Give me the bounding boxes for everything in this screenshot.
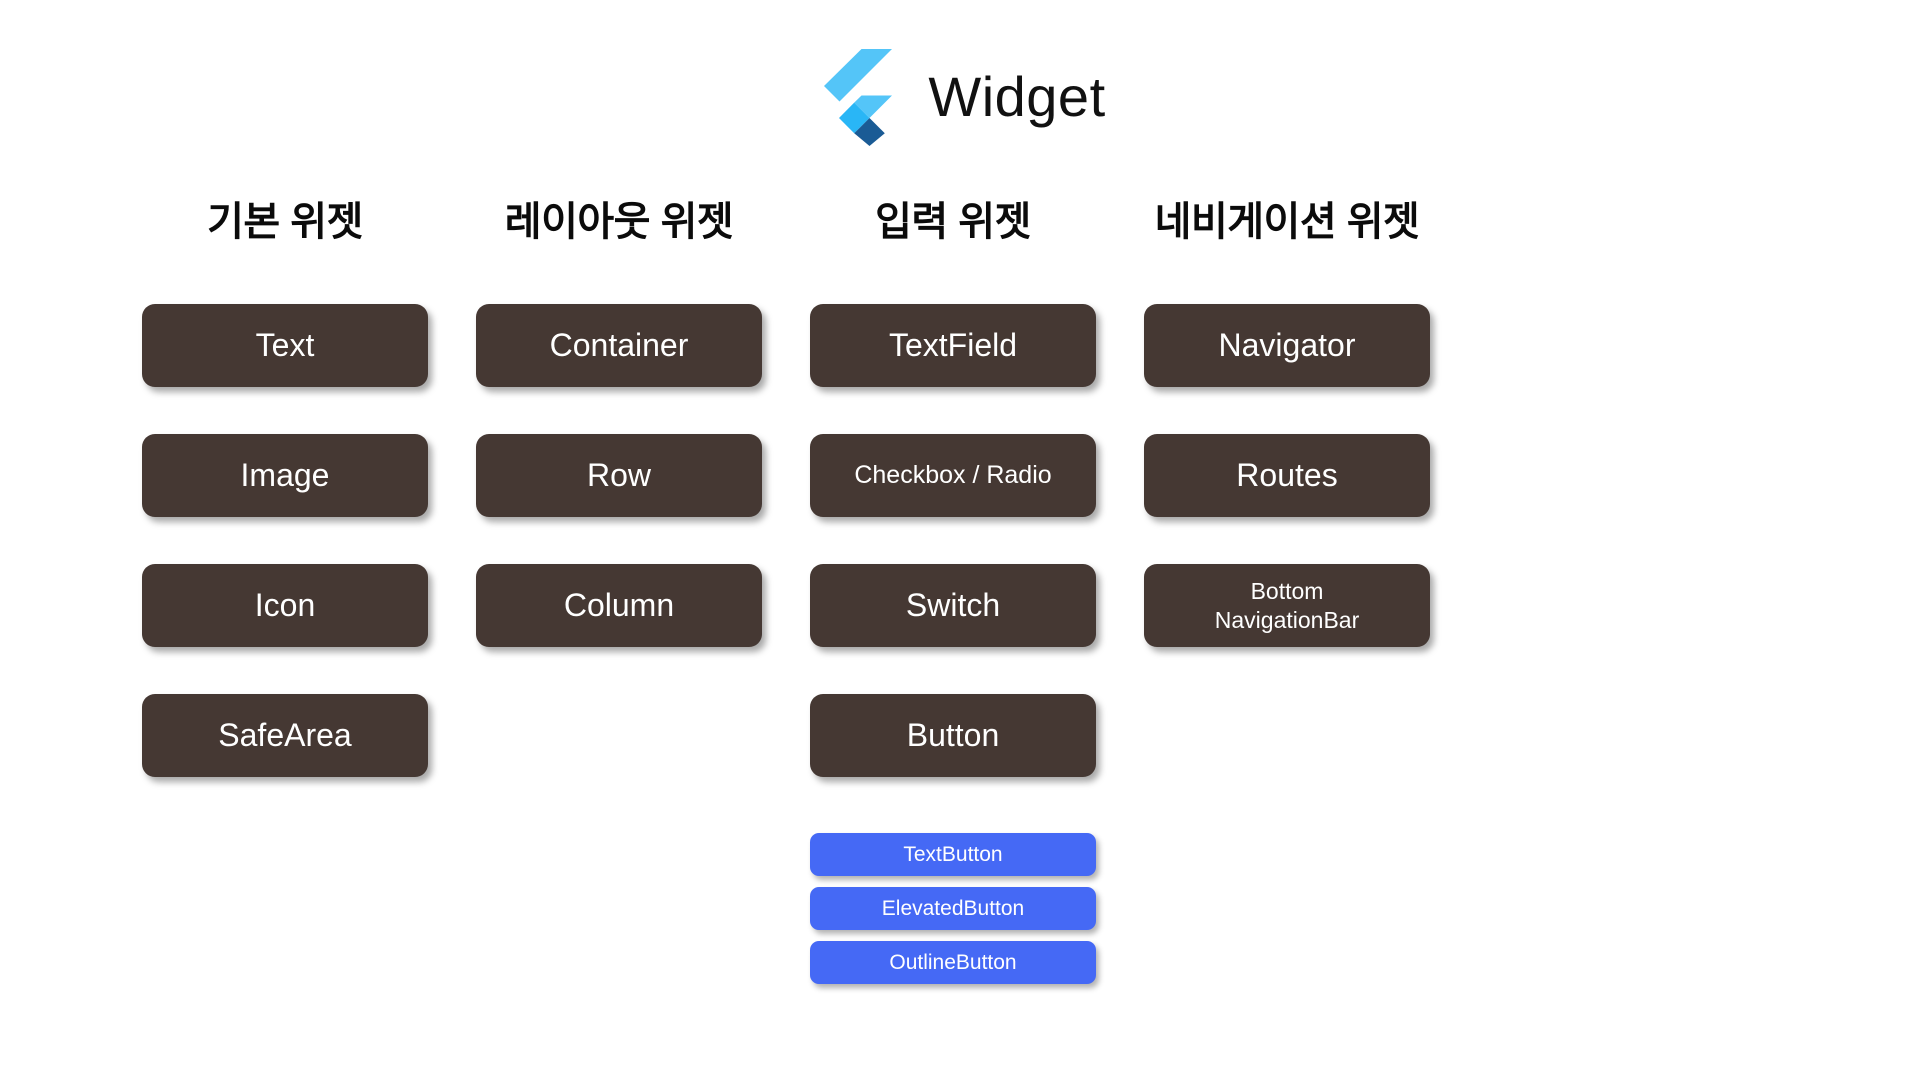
button-variants-group: TextButton ElevatedButton OutlineButton xyxy=(786,833,1120,984)
card-label: SafeArea xyxy=(218,717,352,754)
column-heading-layout: 레이아웃 위젯 xyxy=(504,200,734,244)
card-label: TextField xyxy=(888,327,1018,364)
card-stack-layout: Container Row Column xyxy=(452,304,786,647)
column-heading-navigation: 네비게이션 위젯 xyxy=(1154,200,1420,244)
widget-card-container[interactable]: Container xyxy=(476,304,762,387)
button-label: TextButton xyxy=(903,843,1003,866)
widget-card-button[interactable]: Button xyxy=(810,694,1096,777)
button-label: OutlineButton xyxy=(889,951,1017,974)
card-label: Column xyxy=(563,587,675,624)
card-label: Container xyxy=(549,327,689,364)
card-label: Bottom NavigationBar xyxy=(1214,578,1360,633)
card-label: Row xyxy=(586,457,651,494)
widget-card-safearea[interactable]: SafeArea xyxy=(142,694,428,777)
elevated-button[interactable]: ElevatedButton xyxy=(810,887,1096,930)
page-title: Widget xyxy=(928,65,1106,128)
card-label: Navigator xyxy=(1218,327,1356,364)
widget-card-switch[interactable]: Switch xyxy=(810,564,1096,647)
card-label: Button xyxy=(906,717,1000,754)
card-stack-basic: Text Image Icon SafeArea xyxy=(118,304,452,777)
widget-card-icon[interactable]: Icon xyxy=(142,564,428,647)
widget-columns: 기본 위젯 Text Image Icon SafeArea 레이아웃 위젯 xyxy=(0,198,1920,984)
widget-card-text[interactable]: Text xyxy=(142,304,428,387)
card-label: Routes xyxy=(1236,457,1338,494)
column-heading-basic: 기본 위젯 xyxy=(207,200,363,244)
text-button[interactable]: TextButton xyxy=(810,833,1096,876)
column-basic-widgets: 기본 위젯 Text Image Icon SafeArea xyxy=(118,198,452,777)
widget-card-image[interactable]: Image xyxy=(142,434,428,517)
widget-card-checkbox-radio[interactable]: Checkbox / Radio xyxy=(810,434,1096,517)
column-layout-widgets: 레이아웃 위젯 Container Row Column xyxy=(452,198,786,647)
column-heading-input: 입력 위젯 xyxy=(875,200,1031,244)
widget-card-navigator[interactable]: Navigator xyxy=(1144,304,1430,387)
widget-card-routes[interactable]: Routes xyxy=(1144,434,1430,517)
column-navigation-widgets: 네비게이션 위젯 Navigator Routes Bottom Navigat… xyxy=(1120,198,1454,647)
column-input-widgets: 입력 위젯 TextField Checkbox / Radio Switch … xyxy=(786,198,1120,984)
card-stack-input: TextField Checkbox / Radio Switch Button… xyxy=(786,304,1120,984)
card-label: Switch xyxy=(905,587,1001,624)
widget-card-textfield[interactable]: TextField xyxy=(810,304,1096,387)
flutter-logo-icon xyxy=(814,48,893,146)
widget-card-row[interactable]: Row xyxy=(476,434,762,517)
card-label: Image xyxy=(240,457,330,494)
slide-header: Widget xyxy=(0,34,1920,160)
button-label: ElevatedButton xyxy=(881,897,1025,920)
widget-card-bottom-navigation-bar[interactable]: Bottom NavigationBar xyxy=(1144,564,1430,647)
card-label: Text xyxy=(255,327,315,364)
widget-card-column[interactable]: Column xyxy=(476,564,762,647)
card-stack-navigation: Navigator Routes Bottom NavigationBar xyxy=(1120,304,1454,647)
card-label: Icon xyxy=(254,587,316,624)
outline-button[interactable]: OutlineButton xyxy=(810,941,1096,984)
card-label: Checkbox / Radio xyxy=(854,461,1052,490)
